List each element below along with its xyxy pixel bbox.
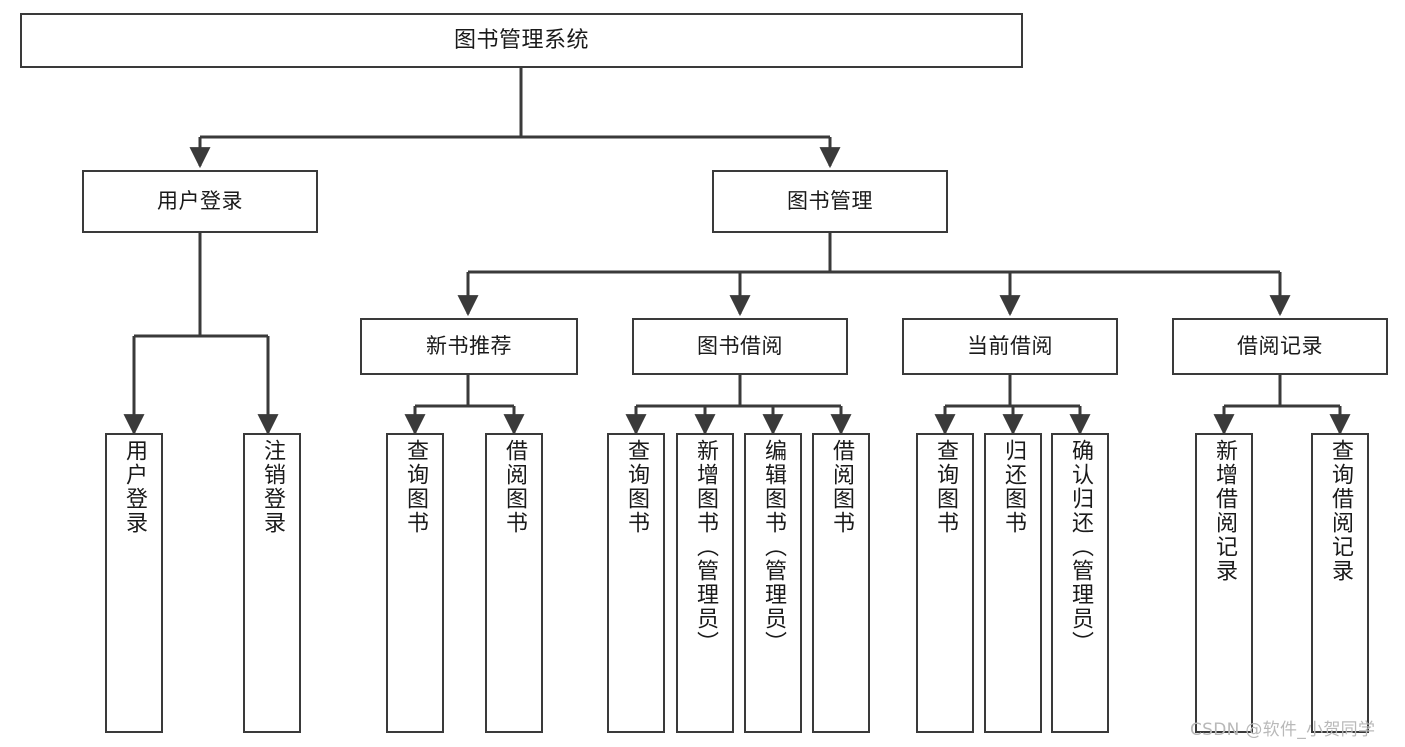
- leaf-confirm-return-admin[interactable]: 确认归还（管理员）: [1051, 433, 1109, 733]
- leaf-query-book-recommend[interactable]: 查询图书: [386, 433, 444, 733]
- leaf-return-book[interactable]: 归还图书: [984, 433, 1042, 733]
- leaf-logout[interactable]: 注销登录: [243, 433, 301, 733]
- node-label: 用户登录: [157, 189, 243, 214]
- node-label: 图书管理: [787, 189, 873, 214]
- node-label: 新增图书（管理员）: [693, 439, 718, 655]
- node-label: 注销登录: [260, 439, 285, 535]
- node-label: 新增借阅记录: [1212, 439, 1237, 583]
- node-user-login[interactable]: 用户登录: [82, 170, 318, 233]
- node-label: 图书管理系统: [453, 27, 589, 53]
- node-label: 新书推荐: [426, 334, 512, 359]
- leaf-add-book-admin[interactable]: 新增图书（管理员）: [676, 433, 734, 733]
- leaf-edit-book-admin[interactable]: 编辑图书（管理员）: [744, 433, 802, 733]
- node-borrow-records[interactable]: 借阅记录: [1172, 318, 1388, 375]
- node-label: 查询图书: [933, 439, 958, 535]
- node-label: 编辑图书（管理员）: [761, 439, 786, 655]
- csdn-watermark: CSDN @软件_小贺同学: [1190, 720, 1376, 740]
- node-label: 借阅图书: [502, 439, 527, 535]
- node-label: 当前借阅: [967, 334, 1053, 359]
- node-label: 查询借阅记录: [1328, 439, 1353, 583]
- leaf-query-book-borrow[interactable]: 查询图书: [607, 433, 665, 733]
- leaf-add-borrow-record[interactable]: 新增借阅记录: [1195, 433, 1253, 733]
- node-book-management[interactable]: 图书管理: [712, 170, 948, 233]
- leaf-query-borrow-record[interactable]: 查询借阅记录: [1311, 433, 1369, 733]
- node-label: 查询图书: [403, 439, 428, 535]
- node-label: 查询图书: [624, 439, 649, 535]
- node-label: 借阅记录: [1237, 334, 1323, 359]
- node-root-book-management-system[interactable]: 图书管理系统: [20, 13, 1023, 68]
- node-label: 确认归还（管理员）: [1068, 439, 1093, 655]
- node-book-borrow[interactable]: 图书借阅: [632, 318, 848, 375]
- leaf-user-login[interactable]: 用户登录: [105, 433, 163, 733]
- node-label: 用户登录: [122, 439, 147, 535]
- node-label: 借阅图书: [829, 439, 854, 535]
- node-label: 归还图书: [1001, 439, 1026, 535]
- leaf-borrow-book[interactable]: 借阅图书: [812, 433, 870, 733]
- node-new-book-recommend[interactable]: 新书推荐: [360, 318, 578, 375]
- leaf-query-book-current[interactable]: 查询图书: [916, 433, 974, 733]
- node-label: 图书借阅: [697, 334, 783, 359]
- node-current-borrow[interactable]: 当前借阅: [902, 318, 1118, 375]
- leaf-borrow-book-recommend[interactable]: 借阅图书: [485, 433, 543, 733]
